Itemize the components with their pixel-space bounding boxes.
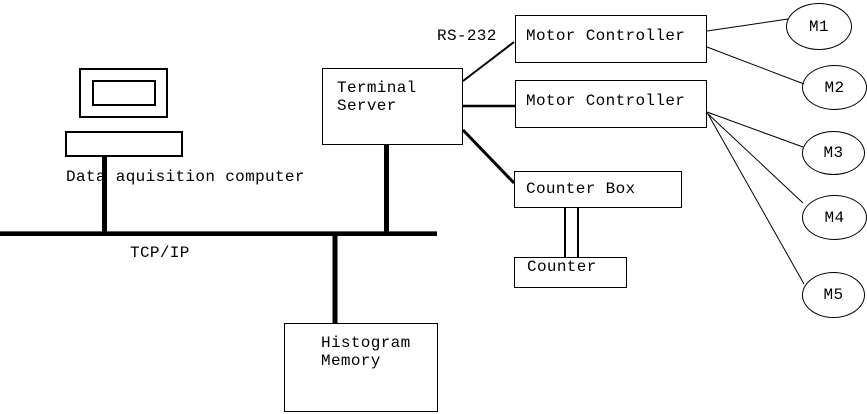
terminal-server-node: Terminal Server (322, 68, 463, 145)
motor-controller-1-label: Motor Controller (526, 27, 686, 45)
histogram-memory-node: Histogram Memory (284, 323, 438, 412)
motor-m4-node: M4 (802, 195, 867, 240)
counter-label: Counter (527, 258, 597, 276)
counter-box-node: Counter Box (514, 171, 682, 208)
computer-keyboard-icon (65, 131, 183, 157)
motor-m5-node: M5 (802, 272, 865, 318)
motor-m3-node: M3 (802, 131, 865, 175)
motor-controller-2-node: Motor Controller (515, 80, 707, 128)
motor-m2-node: M2 (802, 65, 867, 110)
motor-controller-1-to-m1-line (706, 18, 789, 32)
motor-controller-1-node: Motor Controller (515, 15, 707, 63)
motor-controller-1-to-m2-line (706, 46, 805, 85)
motor-controller-2-to-m4-line (706, 112, 804, 204)
motor-controller-2-to-m3-line (706, 111, 804, 148)
motor-m1-label: M1 (809, 17, 829, 36)
histogram-memory-label: Histogram Memory (321, 334, 411, 370)
counter-box-label: Counter Box (526, 180, 636, 198)
motor-m1-node: M1 (786, 3, 852, 50)
motor-controller-2-to-m5-line (707, 113, 805, 285)
terminal-server-label: Terminal Server (337, 79, 417, 115)
terminal-server-to-counter-box-line (461, 128, 516, 185)
computer-monitor-icon (79, 68, 168, 118)
counter-node: Counter (514, 257, 627, 288)
motor-m3-label: M3 (823, 144, 844, 162)
rs232-label: RS-232 (437, 27, 497, 45)
computer-label: Data aquisition computer (66, 168, 305, 186)
monitor-screen-icon (92, 80, 156, 106)
tcpip-label: TCP/IP (130, 244, 190, 262)
motor-m5-label: M5 (823, 286, 844, 304)
terminal-server-to-motor-controller-1-line (462, 41, 515, 82)
motor-m2-label: M2 (824, 78, 845, 97)
motor-m4-label: M4 (824, 208, 845, 227)
motor-controller-2-label: Motor Controller (526, 92, 686, 110)
